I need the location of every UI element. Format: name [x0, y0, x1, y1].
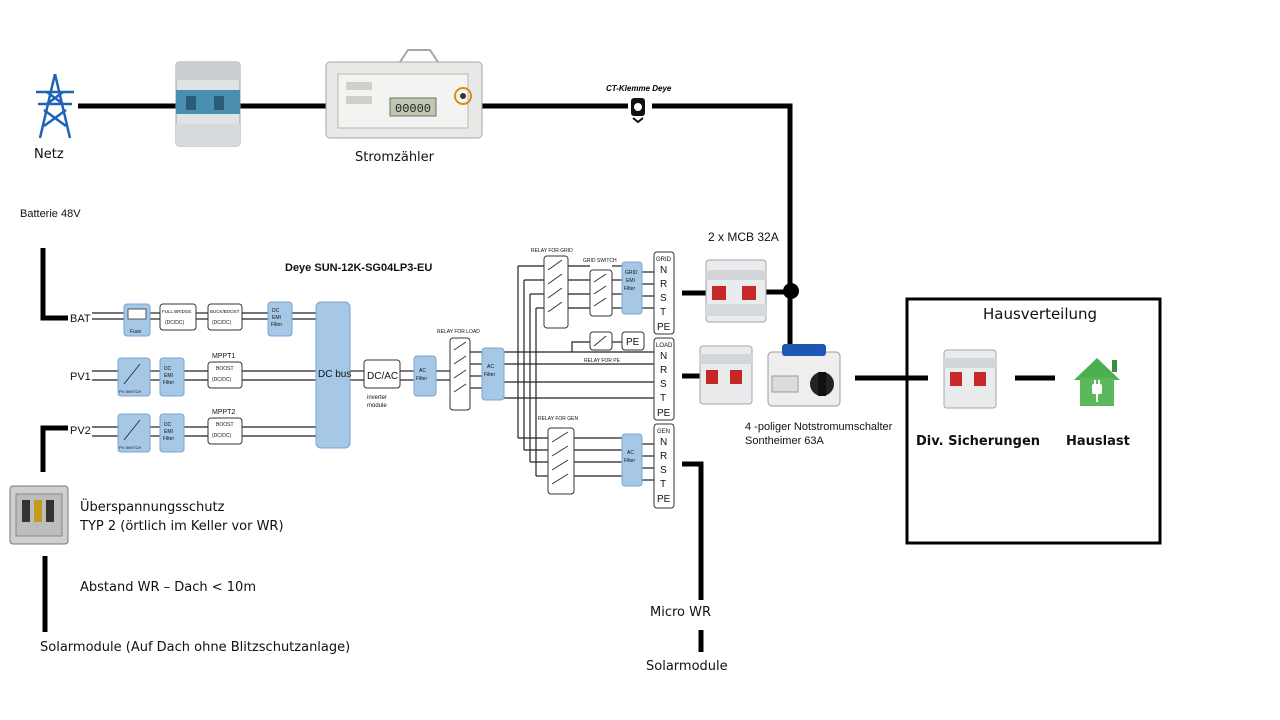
ac-filter-load-2: Filter [416, 376, 427, 382]
relay-for-gen-label: RELAY FOR GEN [538, 416, 578, 422]
main-wires [40, 103, 1055, 652]
fuse-panel-icon [943, 349, 997, 409]
pv1-emi-2: EMI [164, 373, 173, 379]
solarmodule-dach-label: Solarmodule (Auf Dach ohne Blitzschutzan… [40, 640, 351, 655]
pv1-emi-1: DC [164, 366, 172, 372]
pv2-emi-1: DC [164, 422, 172, 428]
grid-emi-2: EMI [626, 278, 635, 284]
gen-terminal-pe: PE [657, 494, 671, 505]
pv1-emi-3: Filter [163, 380, 174, 386]
dcac-label: DC/AC [367, 371, 398, 382]
gen-ac-filter-2: Filter [624, 458, 635, 464]
gen-terminal-n: N [660, 437, 667, 448]
ac-filter-out-2: Filter [484, 372, 495, 378]
full-bridge-label: FULL BRIDGE [162, 309, 191, 314]
grid-terminal-s: S [660, 293, 667, 304]
mppt1-boost-label: BOOST [216, 366, 234, 372]
mppt1-label: MPPT1 [212, 353, 235, 360]
electricity-meter-icon: 00000 [325, 49, 483, 139]
pv2-switch-label: PV SWITCH [119, 445, 141, 450]
load-terminal-pe: PE [657, 408, 671, 419]
inverter-module-label-2: module [367, 403, 387, 409]
load-terminal-t: T [660, 393, 666, 404]
load-breaker-icon [699, 345, 753, 405]
surge-protection-icon [9, 485, 69, 545]
mppt2-label: MPPT2 [212, 409, 235, 416]
load-terminal-s: S [660, 379, 667, 390]
pv2-emi-3: Filter [163, 436, 174, 442]
gen-ac-filter-1: AC [627, 450, 634, 456]
mppt2-dcdc-label: (DC/DC) [212, 433, 231, 439]
load-terminal-r: R [660, 365, 667, 376]
grid-terminal-n: N [660, 265, 667, 276]
mcb-label: 2 x MCB 32A [708, 230, 779, 244]
pe-box-label: PE [626, 337, 640, 348]
gen-terminal-label: GEN [657, 429, 670, 435]
wire-pv2 [40, 425, 68, 472]
grid-terminal-pe: PE [657, 322, 671, 333]
micro-wr-label: Micro WR [650, 605, 712, 620]
grid-terminal-label: GRID [656, 257, 672, 263]
bat-emi-2: EMI [272, 315, 281, 321]
junction-node [783, 283, 799, 299]
inverter-block-diagram: Fuse FULL BRIDGE (DC/DC) BUCK/BOOST (DC/… [70, 248, 675, 509]
ac-filter-out-1: AC [487, 364, 494, 370]
batterie-label: Batterie 48V [20, 208, 81, 220]
grid-terminal-t: T [660, 307, 666, 318]
notstrom-label-1: 4 -poliger Notstromumschalter [745, 421, 893, 433]
fuse-label: Fuse [130, 329, 141, 335]
gen-terminal-t: T [660, 479, 666, 490]
gen-terminal-r: R [660, 451, 667, 462]
meter-display-text: 00000 [395, 102, 431, 116]
mppt2-boost-label: BOOST [216, 422, 234, 428]
grid-switch-label: GRID SWITCH [583, 258, 617, 264]
buck-boost-dcdc-label: (DC/DC) [212, 320, 231, 326]
grid-emi-1: GRID [625, 270, 638, 276]
house-plug-icon [1074, 358, 1120, 406]
port-pv1-label: PV1 [70, 371, 91, 383]
grid-terminal-r: R [660, 279, 667, 290]
mppt1-dcdc-label: (DC/DC) [212, 377, 231, 383]
ct-clamp-label: CT-Klemme Deye [606, 84, 672, 93]
bat-emi-3: Filter [271, 322, 282, 328]
wire-gen-microwr [682, 461, 704, 600]
relay-for-load-label: RELAY FOR LOAD [437, 329, 480, 335]
div-sicherungen-label: Div. Sicherungen [916, 434, 1041, 449]
abstand-label: Abstand WR – Dach < 10m [80, 580, 256, 595]
dc-bus-label: DC bus [318, 369, 351, 380]
buck-boost-label: BUCK/BOOST [210, 309, 240, 314]
netz-label: Netz [34, 147, 64, 162]
grid-emi-3: Filter [624, 286, 635, 292]
relay-for-grid-label: RELAY FOR GRID [531, 248, 573, 254]
load-terminal-n: N [660, 351, 667, 362]
notstrom-label-2: Sontheimer 63A [745, 435, 824, 447]
hausverteilung-title: Hausverteilung [983, 305, 1098, 323]
pv2-emi-2: EMI [164, 429, 173, 435]
pv1-switch-label: PV SWITCH [119, 389, 141, 394]
gen-terminal-s: S [660, 465, 667, 476]
transfer-switch-icon [767, 344, 841, 407]
inverter-title: Deye SUN-12K-SG04LP3-EU [285, 262, 433, 274]
power-pylon-icon [36, 73, 74, 139]
ueberspannung-label-1: Überspannungsschutz [80, 500, 225, 515]
wire-battery [40, 248, 68, 321]
ac-filter-load-1: AC [419, 368, 426, 374]
full-bridge-dcdc-label: (DC/DC) [165, 320, 184, 326]
stromzaehler-label: Stromzähler [355, 150, 435, 165]
mcb-breaker-icon [705, 259, 767, 323]
port-pv2-label: PV2 [70, 425, 91, 437]
solarmodule-label: Solarmodule [646, 659, 728, 674]
wire-ct-node [652, 103, 793, 290]
ct-clamp-icon [631, 98, 645, 124]
hauslast-label: Hauslast [1066, 434, 1130, 449]
bat-emi-1: DC [272, 308, 280, 314]
inverter-module-label-1: inverter [367, 395, 387, 401]
main-breaker-icon [175, 61, 241, 147]
ueberspannung-label-2: TYP 2 (örtlich im Keller vor WR) [80, 519, 284, 534]
relay-for-pe-label: RELAY FOR PE [584, 358, 621, 364]
hausverteilung-box [905, 297, 1162, 545]
port-bat-label: BAT [70, 313, 91, 325]
load-terminal-label: LOAD [656, 343, 673, 349]
